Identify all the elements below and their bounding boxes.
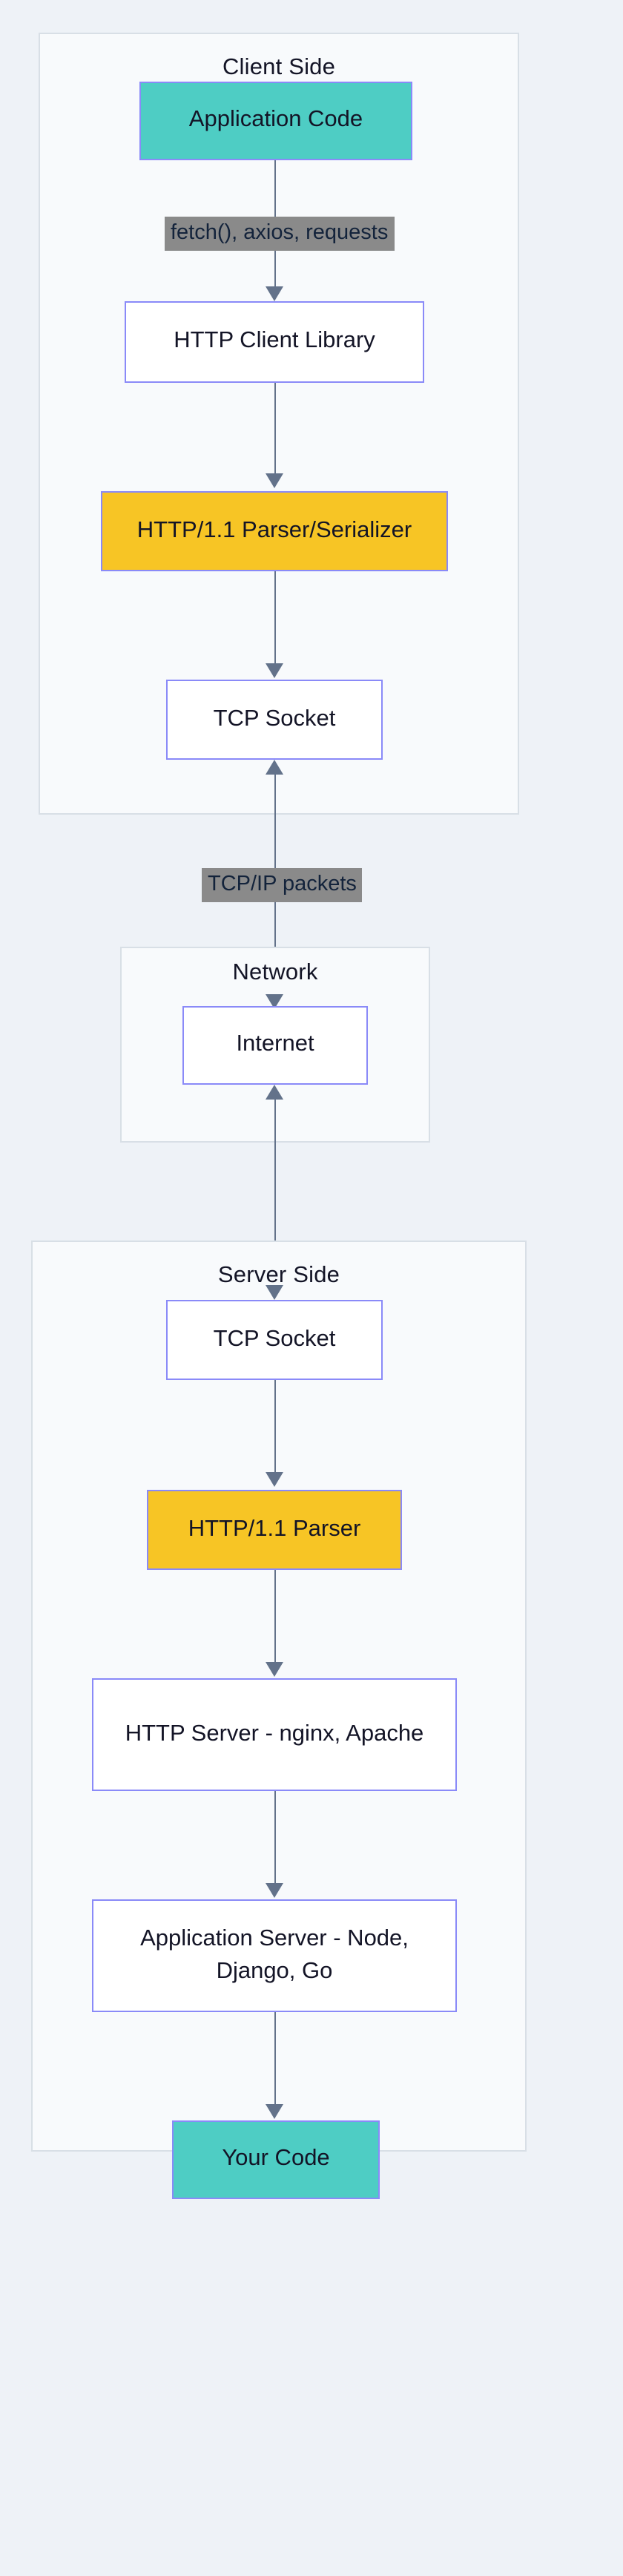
node-http-client-library-label: HTTP Client Library bbox=[174, 328, 375, 354]
node-client-http-parser-serializer-label: HTTP/1.1 Parser/Serializer bbox=[136, 517, 412, 543]
node-client-tcp-socket-label: TCP Socket bbox=[213, 706, 336, 732]
arrowhead-to-internet-up bbox=[266, 1085, 283, 1100]
arrowhead-to-server-tcp-socket bbox=[266, 1285, 283, 1300]
node-http-server-label: HTTP Server - nginx, Apache bbox=[125, 1721, 424, 1747]
node-your-code[interactable]: Your Code bbox=[172, 2120, 380, 2199]
edge-client-parser-to-client-tcp-socket bbox=[274, 571, 276, 666]
node-application-code[interactable]: Application Code bbox=[139, 82, 412, 160]
node-internet-label: Internet bbox=[236, 1031, 314, 1057]
edge-server-tcp-socket-to-internet bbox=[274, 1100, 276, 1292]
node-your-code-label: Your Code bbox=[222, 2146, 330, 2172]
arrowhead-to-client-tcp-socket bbox=[266, 663, 283, 678]
subgraph-network-title: Network bbox=[232, 960, 318, 985]
edge-label-client-request: fetch(), axios, requests bbox=[165, 217, 395, 251]
edge-server-tcp-socket-to-server-parser bbox=[274, 1380, 276, 1475]
node-internet[interactable]: Internet bbox=[182, 1006, 368, 1085]
edge-server-parser-to-http-server bbox=[274, 1570, 276, 1665]
edge-http-client-library-to-client-parser bbox=[274, 383, 276, 476]
arrowhead-to-internet-down bbox=[266, 994, 283, 1009]
arrowhead-to-client-tcp-socket-up bbox=[266, 760, 283, 775]
arrowhead-to-application-server bbox=[266, 1883, 283, 1898]
node-server-tcp-socket[interactable]: TCP Socket bbox=[166, 1300, 383, 1380]
node-server-tcp-socket-label: TCP Socket bbox=[213, 1326, 336, 1352]
node-server-http-parser[interactable]: HTTP/1.1 Parser bbox=[147, 1490, 402, 1570]
edge-label-network-packets: TCP/IP packets bbox=[202, 868, 363, 902]
node-application-server[interactable]: Application Server - Node, Django, Go bbox=[92, 1899, 457, 2012]
node-client-http-parser-serializer[interactable]: HTTP/1.1 Parser/Serializer bbox=[101, 491, 448, 571]
arrowhead-to-http-client-library bbox=[266, 286, 283, 301]
arrowhead-to-your-code bbox=[266, 2104, 283, 2119]
node-application-code-label: Application Code bbox=[188, 107, 363, 133]
node-client-tcp-socket[interactable]: TCP Socket bbox=[166, 680, 383, 760]
subgraph-server-side-title: Server Side bbox=[217, 1263, 340, 1288]
node-http-client-library[interactable]: HTTP Client Library bbox=[125, 301, 424, 383]
arrowhead-to-http-server bbox=[266, 1662, 283, 1677]
node-http-server[interactable]: HTTP Server - nginx, Apache bbox=[92, 1678, 457, 1791]
node-application-server-label: Application Server - Node, Django, Go bbox=[140, 1925, 409, 1984]
edge-http-server-to-application-server bbox=[274, 1791, 276, 1886]
arrowhead-to-client-parser bbox=[266, 473, 283, 488]
edge-application-server-to-your-code bbox=[274, 2012, 276, 2107]
subgraph-client-side-title: Client Side bbox=[222, 55, 336, 80]
node-server-http-parser-label: HTTP/1.1 Parser bbox=[188, 1516, 361, 1542]
arrowhead-to-server-parser bbox=[266, 1472, 283, 1487]
